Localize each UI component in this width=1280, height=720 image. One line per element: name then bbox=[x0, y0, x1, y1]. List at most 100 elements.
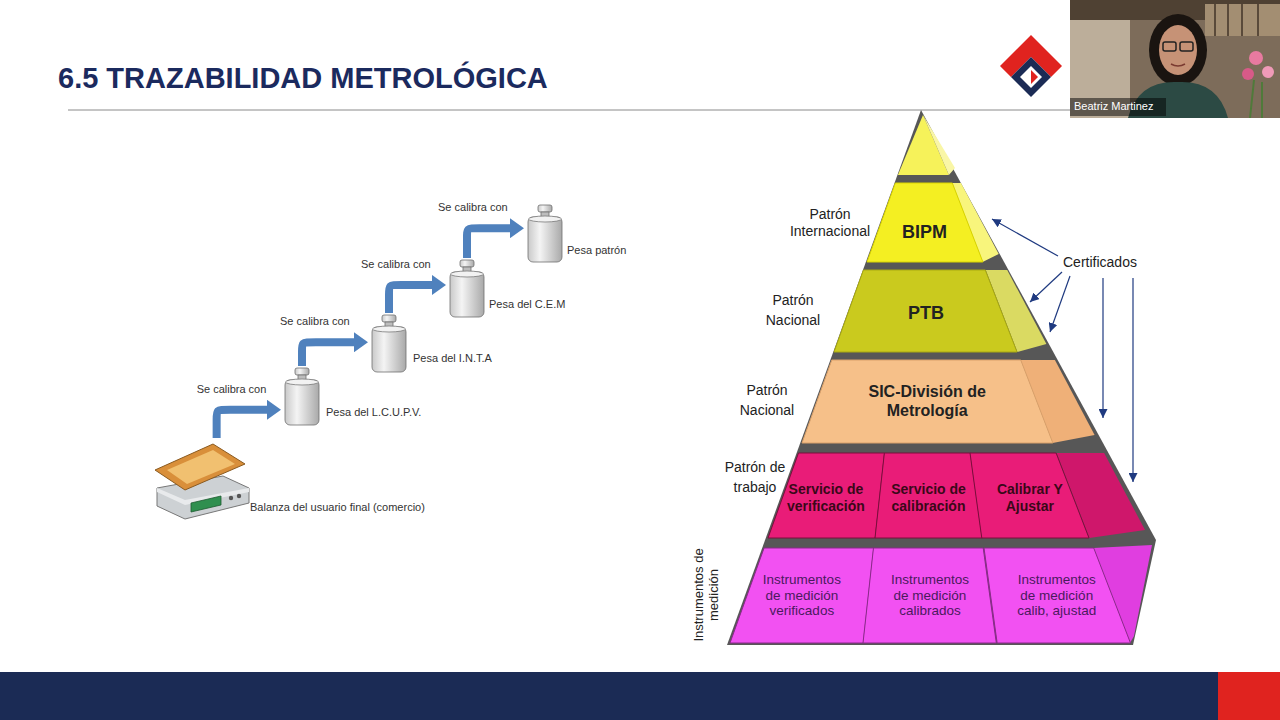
mass-standard: Pesa del L.C.U.P.V. bbox=[284, 368, 320, 426]
node-shape bbox=[284, 368, 320, 426]
node-shape bbox=[449, 260, 485, 318]
level-label: Instrumentos de medición verificados bbox=[754, 572, 849, 619]
calibration-arrow bbox=[302, 342, 354, 366]
book bbox=[1257, 4, 1259, 36]
logo-part bbox=[1011, 57, 1051, 97]
pyramid bbox=[727, 110, 1156, 645]
mass-standard: Pesa del C.E.M bbox=[449, 260, 485, 318]
pyramid-level: Instrumentos de medición calib, ajustad bbox=[984, 548, 1130, 643]
arrow-label: Se calibra con bbox=[197, 383, 267, 395]
item-label: Pesa del I.N.T.A bbox=[413, 352, 492, 364]
level-label: Calibrar Y Ajustar bbox=[984, 481, 1076, 513]
level-label: SIC-División de Metrología bbox=[845, 383, 1010, 420]
level-face bbox=[730, 548, 874, 643]
pointer-arrow bbox=[1050, 276, 1070, 332]
callout-text: Certificados bbox=[1063, 254, 1137, 271]
level-caption: Instrumentos de medición bbox=[692, 548, 722, 643]
book bbox=[1227, 4, 1229, 36]
flower bbox=[1249, 51, 1263, 65]
scale-button bbox=[237, 494, 241, 498]
weight-top bbox=[373, 326, 406, 332]
scale-button bbox=[229, 496, 233, 500]
pointer-arrow bbox=[992, 219, 1058, 256]
weight-knob bbox=[538, 205, 552, 212]
pyramid-level: Servicio de calibración bbox=[875, 453, 982, 538]
pyramid-level: BIPM bbox=[867, 183, 983, 262]
item-label: Pesa del C.E.M bbox=[489, 298, 565, 310]
level-label: Servicio de calibración bbox=[883, 481, 975, 513]
pyramid-level: Instrumentos de medición verificados bbox=[730, 548, 874, 643]
level-face bbox=[875, 453, 982, 538]
weight-body bbox=[372, 327, 406, 372]
pointer-arrow bbox=[1030, 272, 1062, 302]
scale-platform bbox=[155, 444, 245, 490]
weight-top bbox=[286, 379, 319, 385]
level-face bbox=[802, 360, 1053, 443]
weight-knob bbox=[295, 368, 309, 375]
scale-display bbox=[191, 496, 221, 512]
mouth bbox=[1171, 64, 1185, 66]
face bbox=[1159, 25, 1197, 75]
weight-top bbox=[529, 216, 562, 222]
weight-knob bbox=[382, 315, 396, 322]
flower bbox=[1242, 68, 1254, 80]
pyramid-level: SIC-División de Metrología bbox=[802, 360, 1053, 443]
weight-knob bbox=[460, 260, 474, 267]
book bbox=[1214, 4, 1216, 36]
logo-part bbox=[1031, 70, 1038, 84]
name-tag bbox=[1070, 98, 1166, 116]
logo-part bbox=[1020, 66, 1042, 88]
level-face bbox=[970, 453, 1089, 538]
level-caption: Patrón Internacional bbox=[780, 206, 880, 240]
flower bbox=[1262, 66, 1274, 78]
title-rule bbox=[68, 110, 1070, 111]
calibration-arrow bbox=[467, 228, 510, 258]
logo bbox=[1000, 35, 1062, 97]
level-face bbox=[867, 183, 983, 262]
arrow-label: Se calibra con bbox=[280, 315, 350, 327]
item-label: Pesa del L.C.U.P.V. bbox=[326, 406, 421, 418]
weighing-scale: Balanza del usuario final (comercio) bbox=[155, 440, 247, 520]
item-label: Pesa patrón bbox=[567, 244, 626, 256]
mass-standard: Pesa del I.N.T.A bbox=[371, 315, 407, 373]
slide-title: 6.5 TRAZABILIDAD METROLÓGICA bbox=[58, 62, 548, 95]
level-face bbox=[984, 548, 1130, 643]
node-shape bbox=[527, 205, 563, 263]
node-shape bbox=[371, 315, 407, 373]
level-face bbox=[834, 270, 1017, 352]
level-caption: Patrón de trabajo bbox=[719, 458, 791, 497]
calibration-arrow bbox=[217, 410, 267, 438]
weight-body bbox=[528, 217, 562, 262]
level-label: PTB bbox=[908, 303, 944, 324]
weight-body bbox=[285, 380, 319, 425]
speaker-name: Beatriz Martinez bbox=[1074, 100, 1153, 113]
scale-plate bbox=[167, 450, 235, 484]
pyramid-level: PTB bbox=[834, 270, 1017, 352]
level-label: Servicio de verificación bbox=[780, 481, 872, 513]
hair bbox=[1149, 14, 1207, 86]
level-label: Instrumentos de medición calibrados bbox=[882, 572, 977, 619]
node-shape bbox=[155, 440, 247, 520]
pyramid-level: Instrumentos de medición calibrados bbox=[863, 548, 996, 643]
glasses bbox=[1180, 42, 1193, 51]
footer-band bbox=[0, 672, 1280, 720]
pyramid-level: Calibrar Y Ajustar bbox=[970, 453, 1089, 538]
item-label: Balanza del usuario final (comercio) bbox=[250, 501, 425, 513]
webcam-view bbox=[1070, 0, 1280, 118]
level-caption: Patrón Nacional bbox=[758, 291, 828, 330]
pyramid-apex bbox=[898, 115, 949, 175]
weight-top bbox=[451, 271, 484, 277]
book bbox=[1241, 4, 1243, 36]
level-label: Instrumentos de medición calib, ajustad bbox=[1009, 572, 1104, 619]
pointer-arrow bbox=[1102, 278, 1103, 418]
pointer-arrow bbox=[1132, 278, 1133, 482]
webcam-frame bbox=[1070, 0, 1280, 118]
pyramid-side bbox=[923, 115, 955, 175]
level-caption: Patrón Nacional bbox=[732, 381, 802, 420]
level-label: BIPM bbox=[902, 222, 947, 243]
footer-accent bbox=[1218, 672, 1280, 720]
bookshelf bbox=[1205, 4, 1280, 36]
weight-body bbox=[450, 272, 484, 317]
arrow-label: Se calibra con bbox=[361, 258, 431, 270]
level-face bbox=[863, 548, 996, 643]
